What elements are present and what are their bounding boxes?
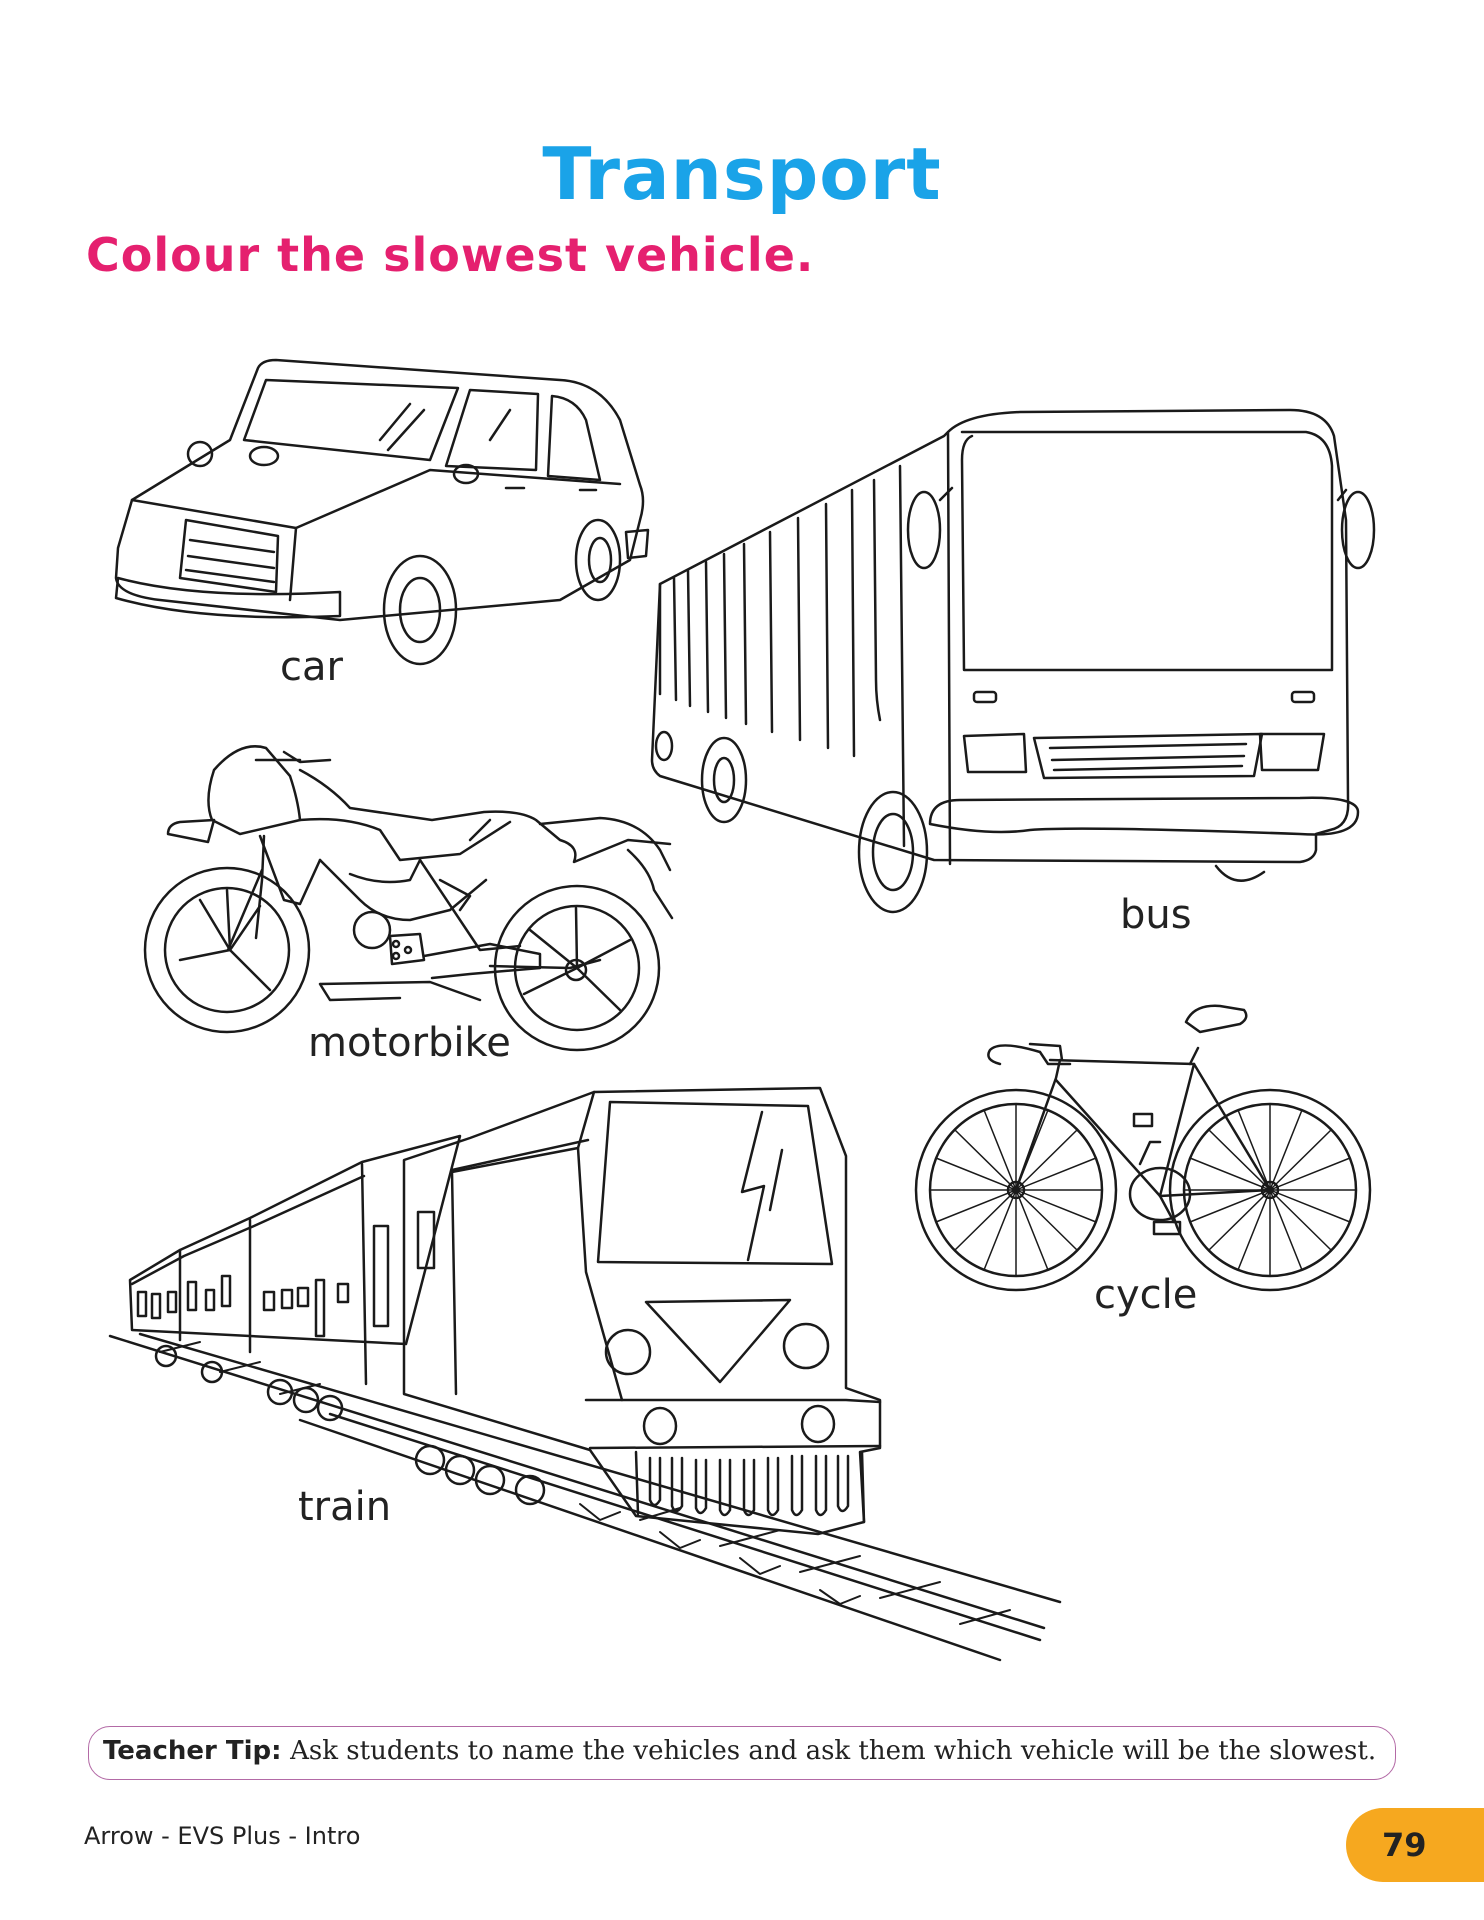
vehicle-label-bus: bus [1120,892,1192,938]
page-title: Transport [542,132,942,216]
car-icon [114,358,650,666]
motorbike-icon [143,745,674,1052]
page-number: 79 [1382,1826,1427,1864]
teacher-tip-body: Ask students to name the vehicles and as… [290,1736,1377,1766]
instruction-text: Colour the slowest vehicle. [86,228,815,282]
teacher-tip-label: Teacher Tip: [103,1736,282,1766]
vehicle-label-motorbike: motorbike [308,1020,511,1066]
vehicle-label-car: car [280,644,343,690]
vehicle-label-cycle: cycle [1094,1272,1198,1318]
teacher-tip-text: Teacher Tip: Ask students to name the ve… [103,1735,1376,1766]
train-icon [108,1086,1062,1662]
bicycle-icon [914,1004,1372,1292]
book-title-footer: Arrow - EVS Plus - Intro [84,1822,361,1850]
vehicle-label-train: train [298,1484,392,1530]
page-number-tab: 79 [1346,1808,1484,1882]
teacher-tip-box: Teacher Tip: Ask students to name the ve… [88,1726,1396,1780]
bus-icon [650,408,1376,914]
